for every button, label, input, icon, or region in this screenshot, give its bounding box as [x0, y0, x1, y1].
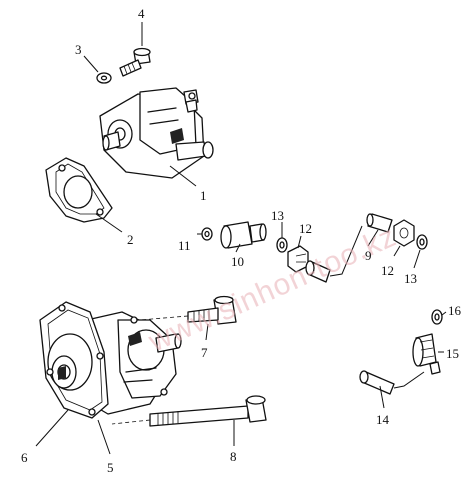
part-8-alignment-line	[111, 419, 151, 425]
part-4-bolt	[119, 47, 151, 77]
part-9-tube-right	[366, 213, 393, 233]
callout-12-left: 12	[299, 221, 312, 236]
callout-13-right: 13	[404, 271, 417, 286]
callout-11: 11	[178, 238, 191, 253]
part-10-union	[220, 221, 267, 249]
part-1-pump-housing	[99, 87, 214, 179]
callout-5: 5	[107, 460, 114, 475]
part-16-washer	[431, 309, 443, 325]
part-7-alignment-line	[139, 315, 189, 321]
part-15-union	[412, 333, 441, 375]
part-12-nut-right	[393, 219, 415, 247]
pipe-routing-line	[329, 225, 363, 277]
pipe-routing-line-right	[393, 371, 425, 389]
part-3-washer	[96, 72, 112, 84]
part-2-gasket	[45, 157, 113, 223]
callout-6: 6	[21, 450, 28, 465]
callout-7: 7	[201, 345, 208, 360]
part-6-cover-plate	[39, 301, 109, 419]
callout-2: 2	[127, 232, 134, 247]
part-7-bolt	[187, 295, 237, 325]
part-13-ring-right	[416, 234, 428, 250]
part-9-tube-left	[305, 260, 331, 283]
callout-3: 3	[75, 42, 82, 57]
callout-12-right: 12	[381, 263, 394, 278]
callout-10: 10	[231, 254, 244, 269]
part-8-long-bolt	[149, 395, 267, 427]
part-11-washer	[201, 227, 213, 241]
callout-15: 15	[446, 346, 459, 361]
leader-lines	[35, 22, 447, 455]
callout-14: 14	[376, 412, 390, 427]
callout-8: 8	[230, 449, 237, 464]
callout-9: 9	[365, 248, 372, 263]
callout-1: 1	[200, 188, 207, 203]
callout-16: 16	[448, 303, 462, 318]
part-13-ring-left	[276, 237, 288, 253]
callout-13-left: 13	[271, 208, 284, 223]
part-14-tube	[359, 370, 395, 395]
callout-4: 4	[138, 6, 145, 21]
